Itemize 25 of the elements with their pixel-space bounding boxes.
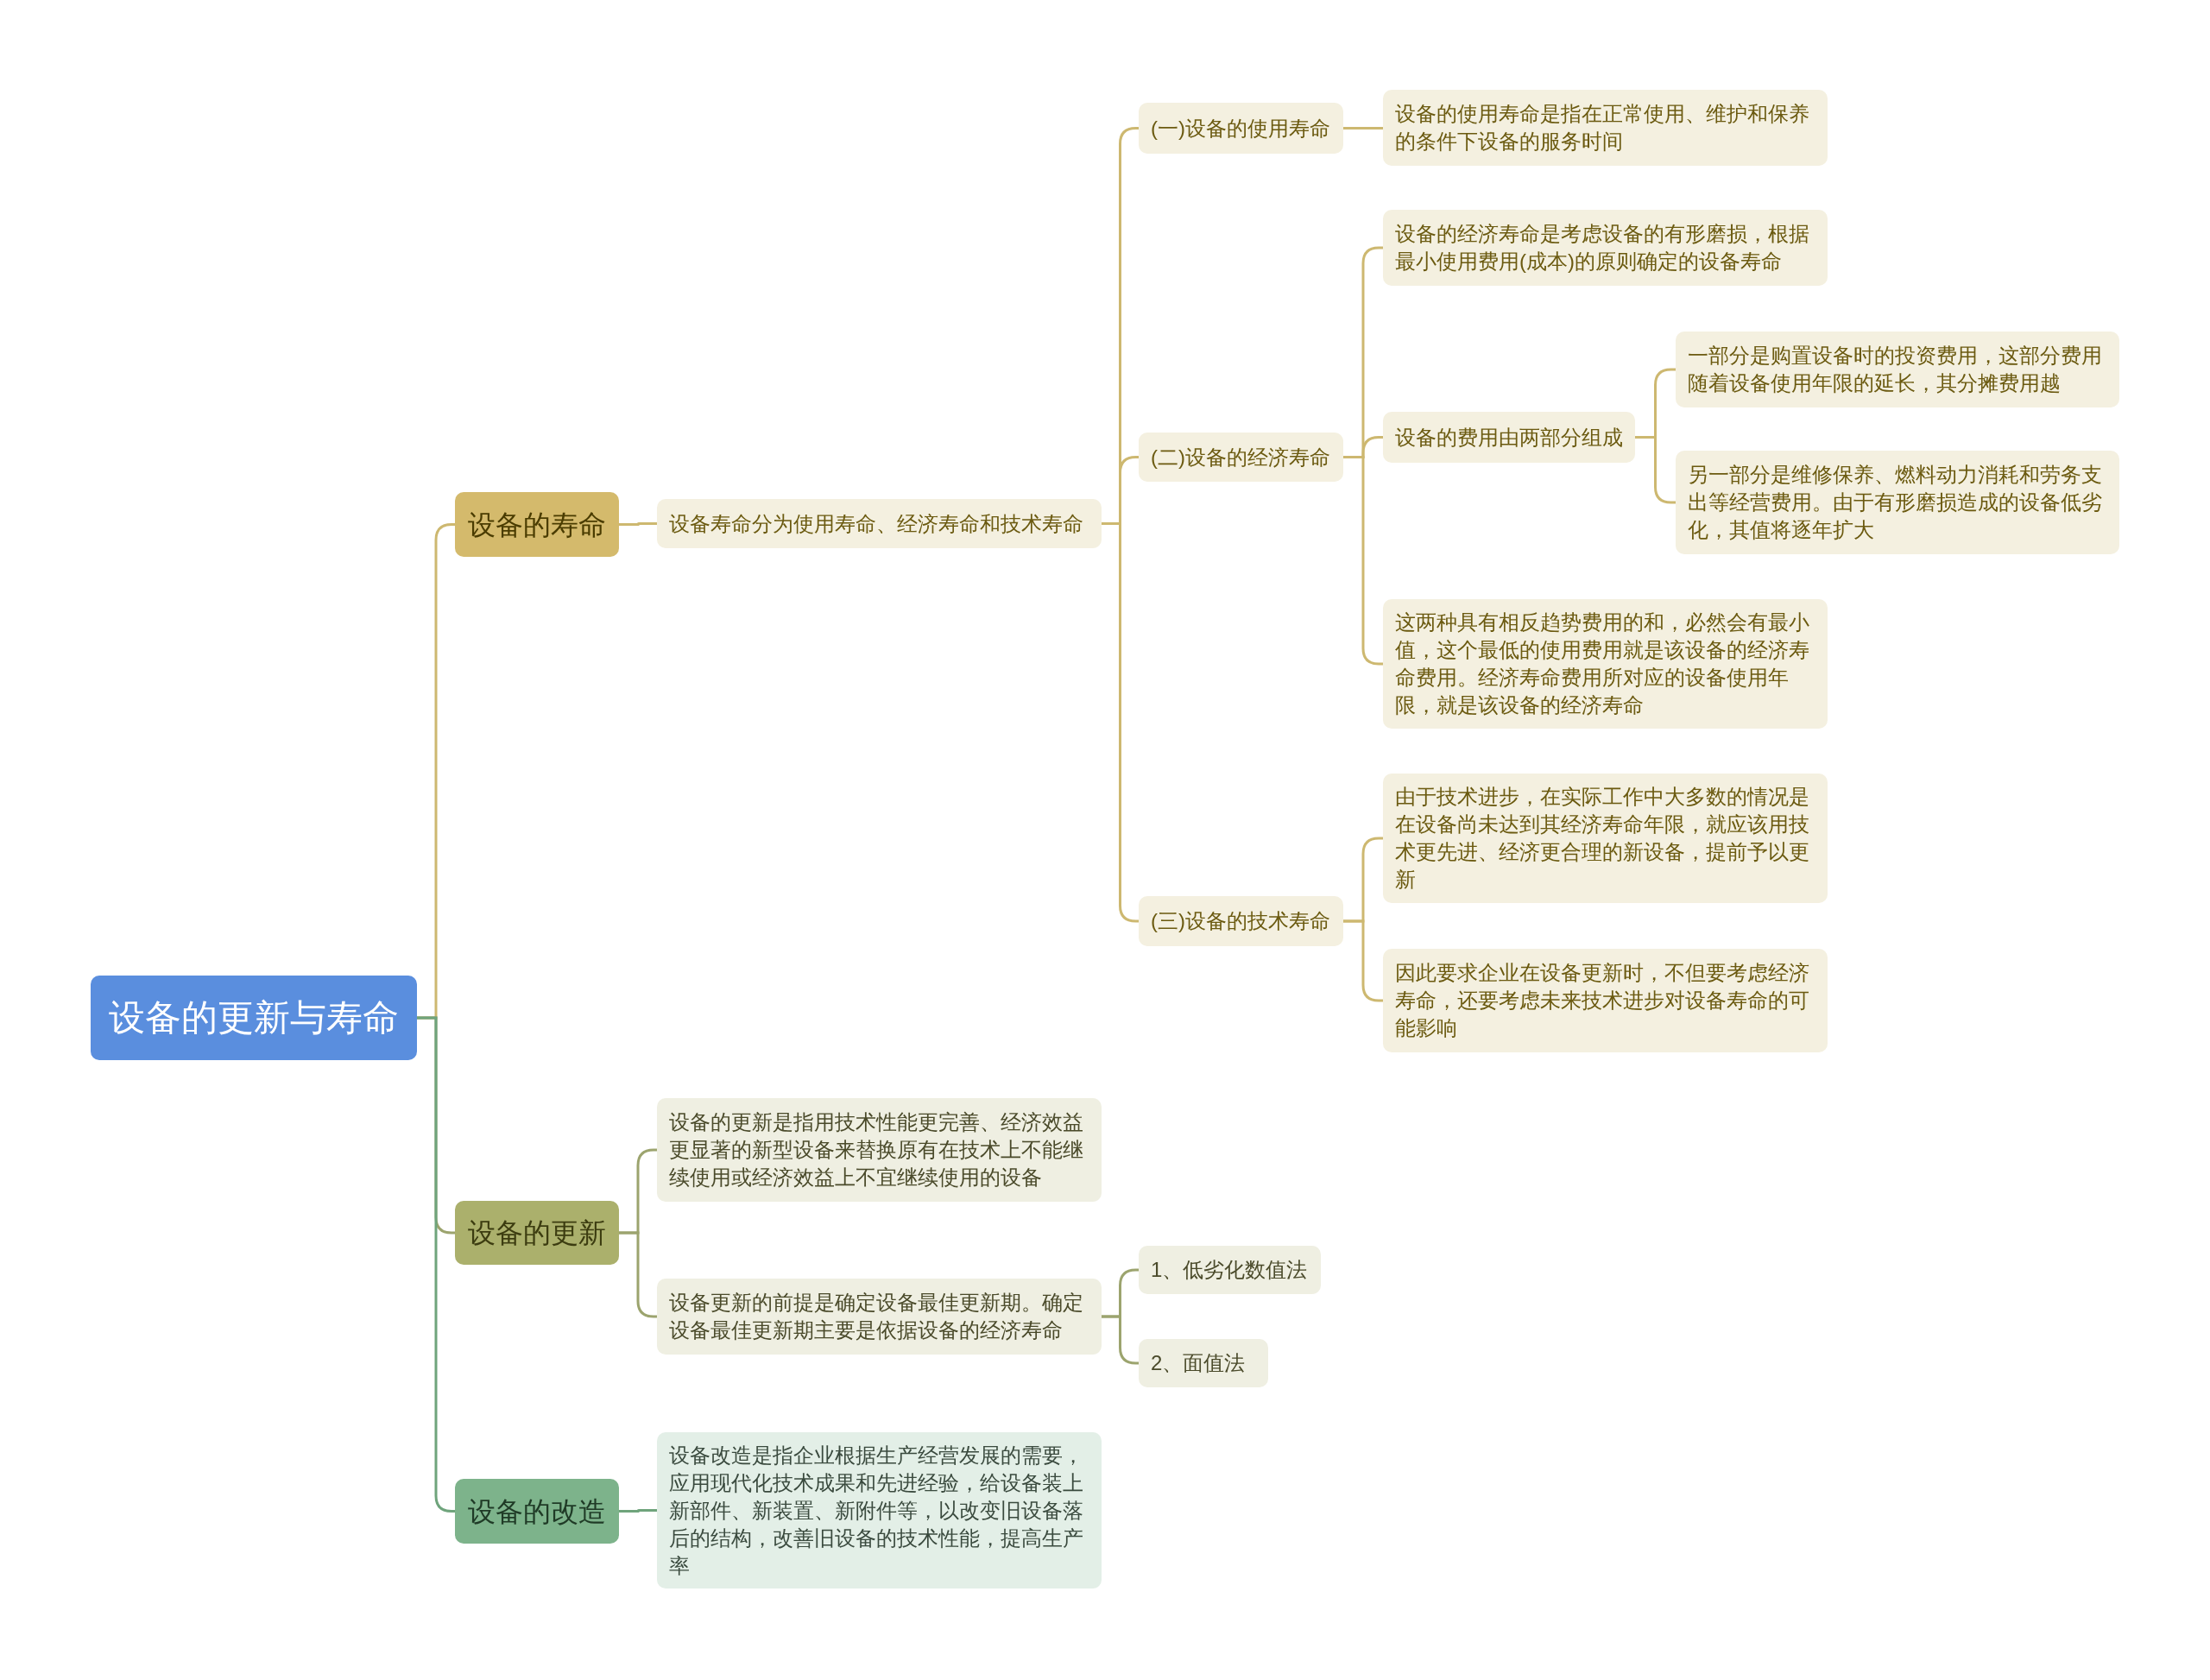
topic-box: 由于技术进步，在实际工作中大多数的情况是在设备尚未达到其经济寿命年限，就应该用技术更先进、经济更合理的新设备，提前予以更新	[1383, 774, 1828, 903]
topic-box: 这两种具有相反趋势费用的和，必然会有最小值，这个最低的使用费用就是该设备的经济寿命费用。经济寿命费用所对应的设备使用年限，就是该设备的经济寿命	[1383, 599, 1828, 729]
root-topic-box: 设备的更新与寿命	[91, 976, 417, 1060]
topic-box: 设备的费用由两部分组成	[1383, 412, 1635, 463]
connector-line	[1102, 522, 1140, 923]
topic-box: 因此要求企业在设备更新时，不但要考虑经济寿命，还要考虑未来技术进步对设备寿命的可能影响	[1383, 949, 1828, 1052]
connector-line	[619, 522, 657, 526]
topic-box: (三)设备的技术寿命	[1139, 896, 1343, 946]
topic-box: 1、低劣化数值法	[1139, 1246, 1321, 1294]
topic-box: 设备的更新是指用技术性能更完善、经济效益更显著的新型设备来替换原有在技术上不能继续使用或经济效益上不宜继续使用的设备	[657, 1098, 1102, 1202]
branch-topic-box: 设备的寿命	[455, 492, 619, 557]
topic-box: (一)设备的使用寿命	[1139, 103, 1343, 154]
topic-box: 设备更新的前提是确定设备最佳更新期。确定设备最佳更新期主要是依据设备的经济寿命	[657, 1279, 1102, 1355]
connector-line	[1343, 127, 1383, 129]
topic-box: 设备改造是指企业根据生产经营发展的需要，应用现代化技术成果和先进经验，给设备装上新部件、新装置、新附件等，以改变旧设备落后的结构，改善旧设备的技术性能，提高生产率	[657, 1432, 1102, 1588]
topic-box: 设备寿命分为使用寿命、经济寿命和技术寿命	[657, 499, 1102, 548]
topic-box: 另一部分是维修保养、燃料动力消耗和劳务支出等经营费用。由于有形磨损造成的设备低劣化，其值将逐年扩大	[1676, 451, 2119, 554]
branch-topic-box: 设备的改造	[455, 1479, 619, 1544]
topic-box: 2、面值法	[1139, 1339, 1268, 1387]
topic-box: 设备的使用寿命是指在正常使用、维护和保养的条件下设备的服务时间	[1383, 90, 1828, 166]
topic-box: (二)设备的经济寿命	[1139, 433, 1343, 482]
branch-topic-box: 设备的更新	[455, 1201, 619, 1265]
topic-box: 一部分是购置设备时的投资费用，这部分费用随着设备使用年限的延长，其分摊费用越	[1676, 332, 2119, 407]
connector-line	[619, 1509, 657, 1513]
topic-box: 设备的经济寿命是考虑设备的有形磨损，根据最小使用费用(成本)的原则确定的设备寿命	[1383, 210, 1828, 286]
